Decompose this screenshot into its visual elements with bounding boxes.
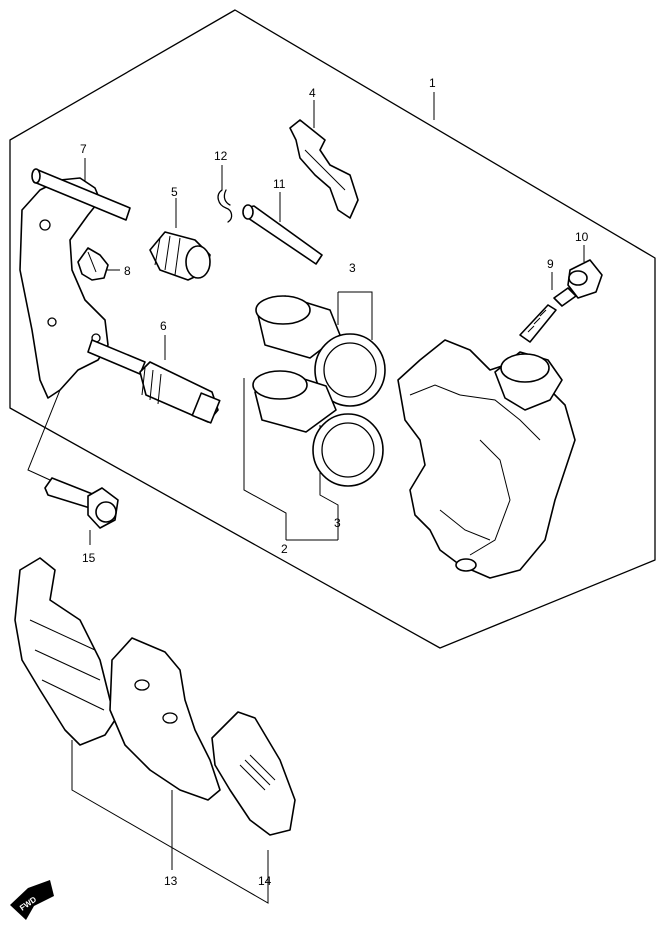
callout-11: 11 [273, 177, 286, 191]
callout-10: 10 [575, 230, 589, 244]
callout-2: 2 [281, 542, 288, 556]
callout-4: 4 [309, 86, 316, 100]
forward-arrow-icon: FWD [10, 880, 54, 920]
assembly-outline [9, 9, 656, 649]
bleeder-valve [519, 287, 577, 343]
pad-shim [211, 711, 296, 836]
brake-pad-outer [14, 557, 116, 746]
callout-15: 15 [82, 551, 96, 565]
bracket-clip [77, 247, 109, 281]
callout-13: 13 [164, 874, 178, 888]
bleeder-cap [567, 259, 603, 299]
callout-9: 9 [547, 257, 554, 271]
caliper-bracket [19, 168, 146, 399]
callout-7: 7 [80, 142, 87, 156]
pad-spring [289, 119, 359, 219]
callout-5: 5 [171, 185, 178, 199]
callout-3b: 3 [334, 516, 341, 530]
callout-14: 14 [258, 874, 272, 888]
callout-8: 8 [124, 264, 131, 278]
slide-pin [139, 361, 221, 424]
pin-boot [149, 231, 211, 281]
brake-pad-inner [109, 637, 221, 801]
pad-pin [242, 204, 323, 265]
callout-3a: 3 [349, 261, 356, 275]
callout-12: 12 [214, 149, 228, 163]
caliper-body [397, 339, 576, 579]
callout-6: 6 [160, 319, 167, 333]
pistons-and-seals [252, 295, 386, 487]
mounting-bolt [44, 477, 119, 529]
callout-labels: 1 2 3 3 4 5 6 7 8 9 10 11 12 13 14 15 [80, 76, 589, 888]
leader-lines [27, 92, 585, 904]
callout-1: 1 [429, 76, 436, 90]
retaining-clip [217, 189, 233, 223]
